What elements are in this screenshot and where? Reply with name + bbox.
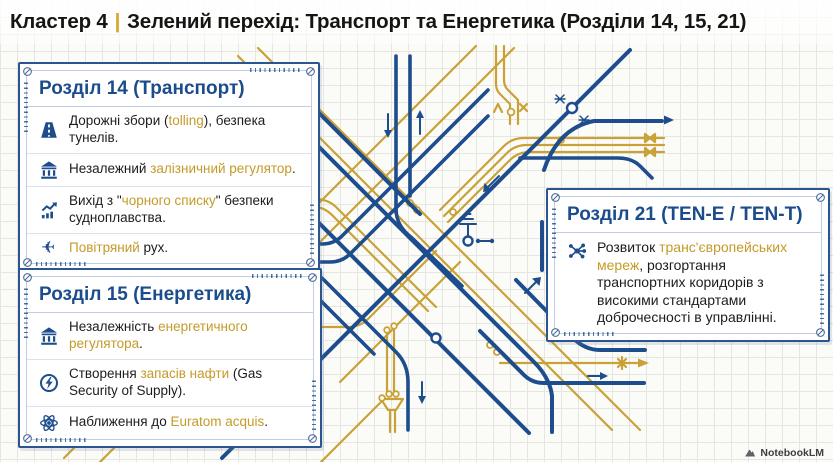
card-chapter-14-transport: Розділ 14 (Транспорт) Дорожні збори (tol… (18, 62, 320, 272)
card-chapter-15-energy: Розділ 15 (Енергетика) Незалежність енер… (18, 268, 322, 448)
tick-marks (820, 271, 824, 324)
brand-label: NotebookLM (760, 447, 824, 459)
item-text: Вихід з "чорного списку" безпеки суднопл… (69, 192, 274, 225)
road-icon (36, 120, 61, 140)
title-separator: | (114, 10, 121, 33)
dumbbell-dots (475, 238, 495, 244)
item-text: Незалежність енергетичного регулятора. (69, 319, 248, 351)
tick-marks (36, 261, 88, 266)
corner-screw-icon (23, 67, 32, 76)
corner-screw-icon (308, 273, 317, 282)
bank-icon (36, 326, 61, 346)
tick-marks (552, 206, 556, 258)
tick-marks (24, 286, 28, 338)
gold-arrowhead (638, 358, 649, 368)
plane-icon: ✈ (41, 237, 56, 258)
tick-marks (252, 274, 304, 278)
notebooklm-watermark: NotebookLM (744, 447, 824, 459)
atom-icon (36, 413, 61, 433)
item-text: Повітряний рух. (69, 239, 169, 255)
list-item: Наближення до Euratom acquis. (27, 407, 313, 439)
tick-marks (564, 331, 616, 336)
tick-marks (312, 377, 316, 430)
notebooklm-logo-icon (745, 449, 756, 457)
item-text: Незалежний залізничний регулятор. (69, 161, 296, 177)
corner-screw-icon (23, 257, 32, 267)
corner-screw-icon (23, 433, 32, 443)
corner-screw-icon (551, 193, 560, 202)
item-text: Наближення до Euratom acquis. (69, 414, 269, 430)
corner-screw-icon (306, 257, 315, 267)
title-bar: Кластер 4 | Зелений перехід: Транспорт та … (0, 0, 833, 44)
page-title: Кластер 4 | Зелений перехід: Транспорт та … (10, 10, 747, 34)
corner-screw-icon (306, 67, 315, 76)
tick-marks (250, 68, 302, 72)
bank-icon (36, 160, 61, 180)
direction-arrows (295, 110, 674, 404)
list-item: Вихід з "чорного списку" безпеки суднопл… (27, 187, 311, 234)
growth-chart-icon (36, 200, 61, 220)
list-item: Створення запасів нафти (Gas Security of… (27, 360, 313, 407)
card-chapter-21-ten-networks: Розділ 21 (TEN-E / TEN-T) Розвиток транс… (546, 188, 830, 342)
item-text: Розвиток транс'європейських мереж, розго… (597, 239, 788, 325)
lightning-icon (36, 373, 61, 393)
tick-marks (310, 201, 314, 254)
list-item: Розвиток транс'європейських мереж, розго… (555, 233, 821, 333)
network-icon (564, 241, 589, 261)
corner-screw-icon (816, 327, 825, 337)
list-item: Незалежність енергетичного регулятора. (27, 313, 313, 360)
tick-marks (24, 80, 28, 132)
list-item: Незалежний залізничний регулятор. (27, 154, 311, 187)
card-title: Розділ 14 (Транспорт) (27, 71, 311, 107)
item-text: Створення запасів нафти (Gas Security of… (69, 365, 263, 398)
tick-marks (36, 437, 88, 442)
item-text: Дорожні збори (tolling), безпека тунелів… (69, 113, 266, 145)
title-heading: Зелений перехід: Транспорт та Енергетика… (127, 10, 747, 33)
corner-screw-icon (308, 433, 317, 443)
navy-nodes (430, 101, 579, 344)
title-cluster: Кластер 4 (10, 10, 108, 33)
map-symbols (459, 94, 590, 242)
corner-screw-icon (816, 193, 825, 202)
card-title: Розділ 21 (TEN-E / TEN-T) (555, 197, 821, 233)
corner-screw-icon (551, 327, 560, 337)
card-title: Розділ 15 (Енергетика) (27, 277, 313, 313)
list-item: ✈ Повітряний рух. (27, 234, 311, 263)
corner-screw-icon (23, 273, 32, 282)
list-item: Дорожні збори (tolling), безпека тунелів… (27, 107, 311, 154)
